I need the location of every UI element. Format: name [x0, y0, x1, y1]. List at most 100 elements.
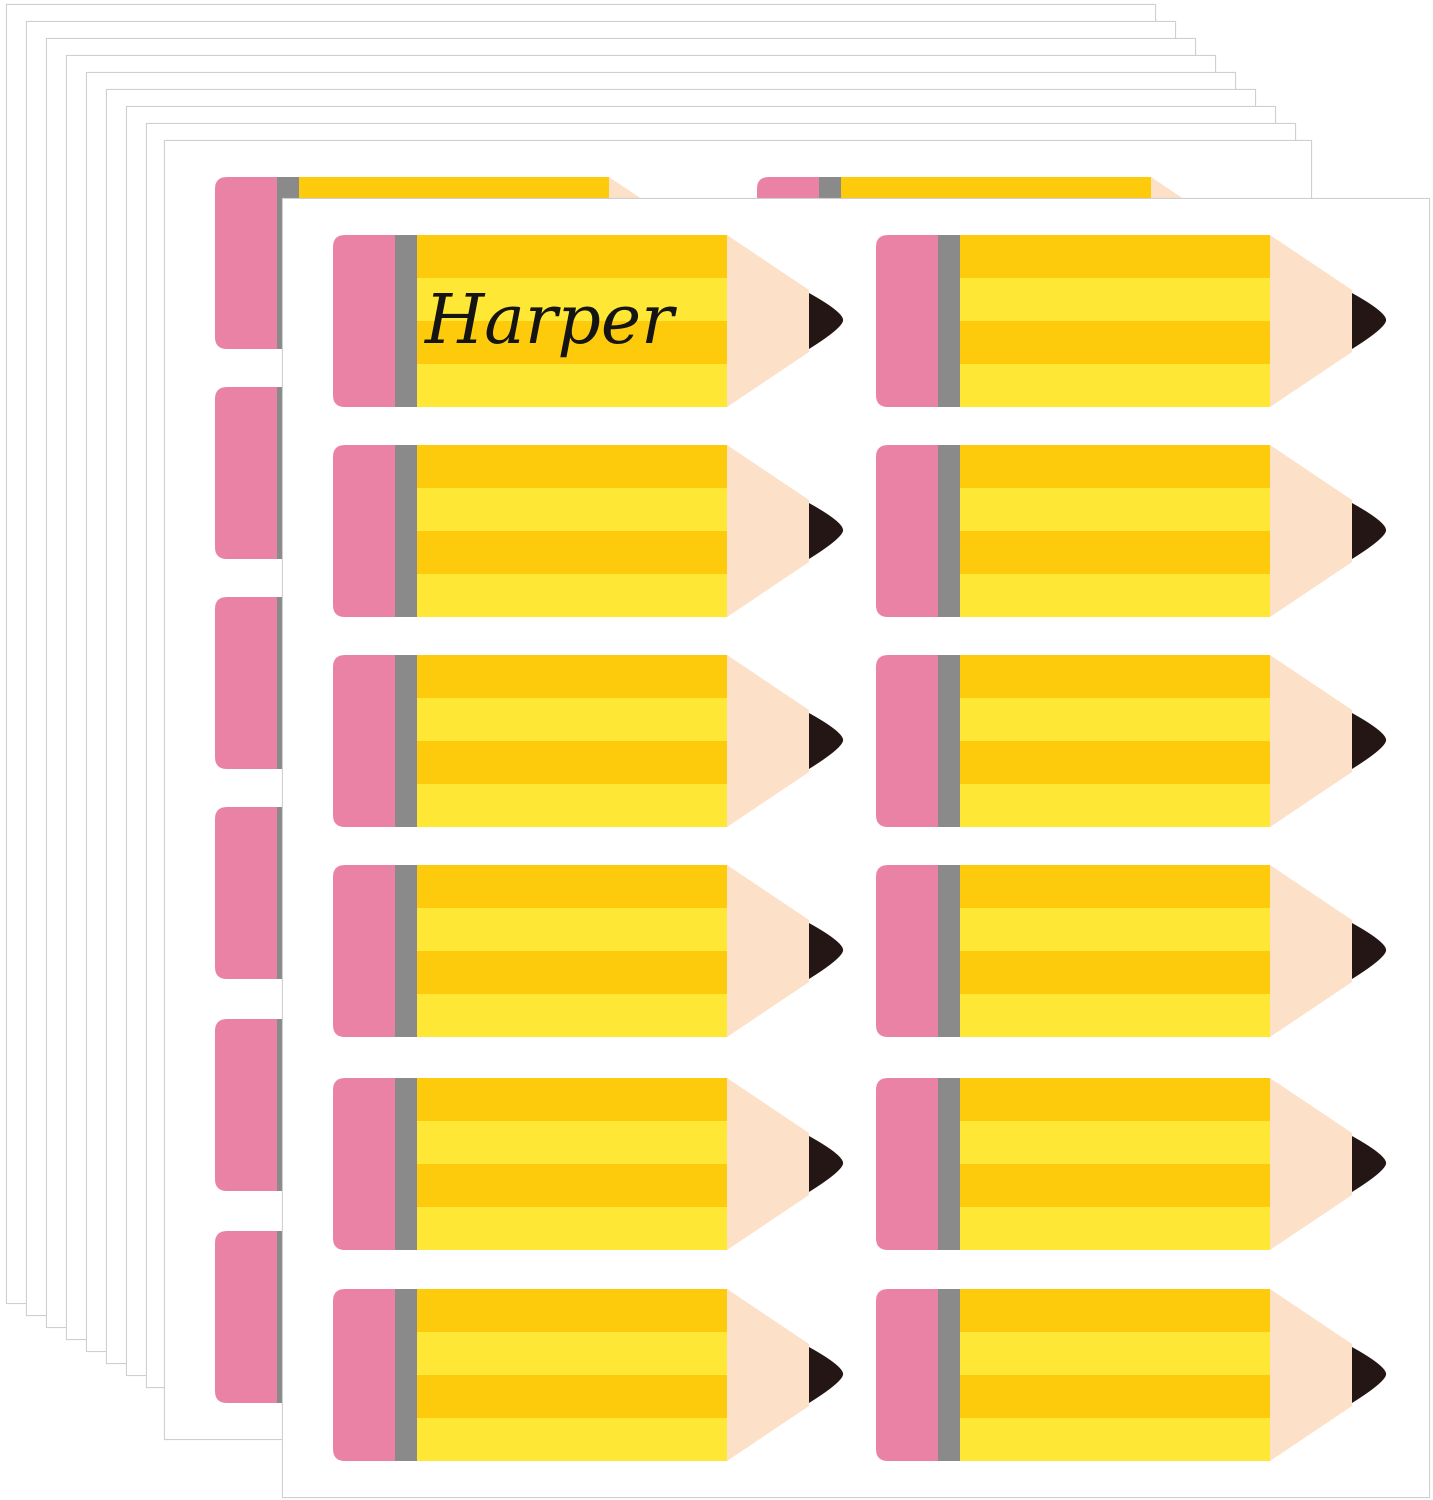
pencil-icon: [876, 235, 1387, 407]
pencil-wood-tip: [727, 655, 809, 827]
pencil-ferrule: [938, 445, 960, 617]
pencil-label[interactable]: [876, 235, 1388, 407]
pencil-wood-tip: [727, 1078, 809, 1250]
pencil-wood-tip: [727, 235, 809, 407]
pencil-body-stripe: [960, 1078, 1270, 1121]
pencil-eraser: [876, 865, 938, 1037]
pencil-lead-tip: [809, 293, 844, 349]
pencil-icon: [333, 655, 844, 827]
pencil-label[interactable]: Harper: [333, 235, 845, 407]
pencil-body-stripe: [960, 1164, 1270, 1207]
pencil-icon: [333, 865, 844, 1037]
pencil-lead-tip: [1352, 1347, 1387, 1403]
pencil-body-stripe: [417, 741, 727, 784]
pencil-ferrule: [938, 1289, 960, 1461]
pencil-body-stripe: [960, 235, 1270, 278]
pencil-wood-tip: [1270, 235, 1352, 407]
pencil-lead-tip: [1352, 503, 1387, 559]
pencil-body-stripe: [417, 574, 727, 617]
pencil-body-stripe: [960, 574, 1270, 617]
pencil-lead-tip: [809, 1347, 844, 1403]
pencil-eraser: [215, 807, 277, 979]
pencil-wood-tip: [727, 865, 809, 1037]
pencil-wood-tip: [1270, 445, 1352, 617]
pencil-body-stripe: [417, 698, 727, 741]
pencil-body-stripe: [960, 1207, 1270, 1250]
pencil-ferrule: [395, 445, 417, 617]
pencil-icon: [333, 445, 844, 617]
pencil-label[interactable]: [333, 1078, 845, 1250]
pencil-body-stripe: [417, 951, 727, 994]
pencil-body-stripe: [960, 784, 1270, 827]
pencil-wood-tip: [727, 1289, 809, 1461]
pencil-label[interactable]: [876, 1078, 1388, 1250]
pencil-label[interactable]: [876, 655, 1388, 827]
pencil-body-stripe: [960, 741, 1270, 784]
pencil-body-stripe: [417, 531, 727, 574]
pencil-body-stripe: [417, 865, 727, 908]
pencil-body-stripe: [960, 1375, 1270, 1418]
pencil-lead-tip: [809, 1136, 844, 1192]
pencil-ferrule: [938, 655, 960, 827]
pencil-wood-tip: [727, 445, 809, 617]
pencil-eraser: [876, 235, 938, 407]
pencil-body-stripe: [417, 1418, 727, 1461]
pencil-wood-tip: [1270, 865, 1352, 1037]
pencil-lead-tip: [1352, 923, 1387, 979]
pencil-eraser: [333, 445, 395, 617]
pencil-lead-tip: [809, 713, 844, 769]
pencil-body-stripe: [417, 488, 727, 531]
pencil-label[interactable]: [333, 1289, 845, 1461]
pencil-ferrule: [938, 235, 960, 407]
pencil-label[interactable]: [333, 865, 845, 1037]
pencil-body-stripe: [960, 1418, 1270, 1461]
pencil-ferrule: [395, 865, 417, 1037]
pencil-body-stripe: [417, 445, 727, 488]
pencil-body-stripe: [960, 994, 1270, 1037]
pencil-body-stripe: [417, 655, 727, 698]
pencil-eraser: [333, 1078, 395, 1250]
pencil-body-stripe: [960, 1289, 1270, 1332]
pencil-body-stripe: [960, 488, 1270, 531]
pencil-ferrule: [938, 1078, 960, 1250]
pencil-eraser: [333, 1289, 395, 1461]
pencil-label[interactable]: [333, 655, 845, 827]
pencil-body-stripe: [960, 865, 1270, 908]
pencil-body-stripe: [960, 531, 1270, 574]
pencil-eraser: [215, 177, 277, 349]
pencil-body-stripe: [417, 1289, 727, 1332]
pencil-icon: [876, 1078, 1387, 1250]
pencil-body-stripe: [417, 278, 727, 321]
pencil-eraser: [215, 387, 277, 559]
pencil-label[interactable]: [333, 445, 845, 617]
pencil-eraser: [876, 1078, 938, 1250]
pencil-icon: [876, 655, 1387, 827]
pencil-eraser: [215, 1231, 277, 1403]
pencil-icon: [333, 1078, 844, 1250]
pencil-ferrule: [395, 1078, 417, 1250]
pencil-lead-tip: [1352, 1136, 1387, 1192]
pencil-body-stripe: [960, 364, 1270, 407]
pencil-label[interactable]: [876, 445, 1388, 617]
pencil-body-stripe: [960, 321, 1270, 364]
pencil-body-stripe: [417, 784, 727, 827]
pencil-wood-tip: [1270, 1078, 1352, 1250]
pencil-eraser: [333, 655, 395, 827]
pencil-body-stripe: [417, 235, 727, 278]
pencil-body-stripe: [417, 994, 727, 1037]
pencil-body-stripe: [960, 698, 1270, 741]
pencil-eraser: [215, 597, 277, 769]
pencil-icon: [876, 445, 1387, 617]
pencil-label[interactable]: [876, 1289, 1388, 1461]
pencil-eraser: [876, 1289, 938, 1461]
pencil-body-stripe: [417, 1078, 727, 1121]
pencil-lead-tip: [1352, 293, 1387, 349]
pencil-body-stripe: [960, 445, 1270, 488]
pencil-label[interactable]: [876, 865, 1388, 1037]
pencil-body-stripe: [417, 1332, 727, 1375]
pencil-ferrule: [395, 235, 417, 407]
pencil-eraser: [876, 655, 938, 827]
pencil-lead-tip: [809, 923, 844, 979]
pencil-eraser: [333, 865, 395, 1037]
pencil-eraser: [215, 1019, 277, 1191]
